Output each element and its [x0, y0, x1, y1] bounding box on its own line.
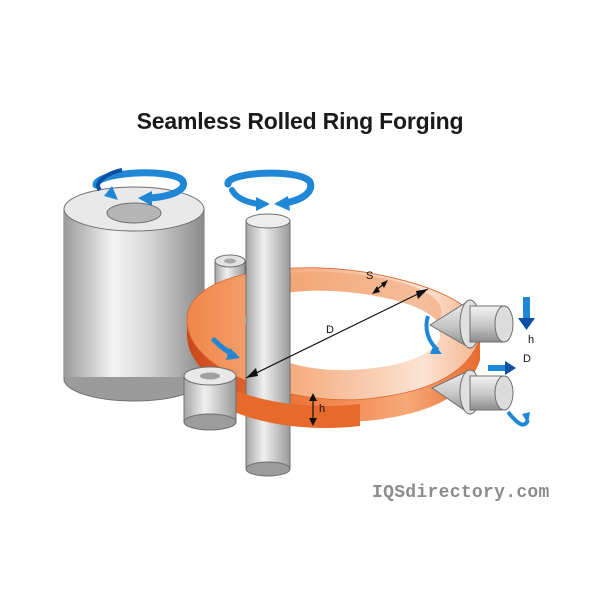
height-label: h — [319, 403, 325, 415]
ring-front-wall — [230, 388, 360, 429]
mandrel-roll — [245, 213, 291, 477]
mandrel-rotation-arrow-icon — [224, 169, 315, 211]
diagram-title: Seamless Rolled Ring Forging — [136, 108, 464, 134]
upper-cone-rotation-arrow-icon — [424, 315, 442, 354]
diameter-dimension-line — [245, 288, 429, 379]
lower-cone-rotation-arrow-icon — [506, 410, 530, 427]
diameter-label: D — [326, 324, 334, 336]
front-guide-roll — [183, 366, 237, 431]
axial-height-arrow-icon — [518, 297, 535, 330]
main-roll — [63, 186, 205, 402]
main-roll-rotation-arrow-icon — [92, 168, 187, 206]
wall-thickness-label: S — [366, 270, 373, 282]
ring-rotation-arrow-icon — [211, 337, 240, 360]
axial-height-label: h — [528, 334, 534, 346]
watermark: IQSdirectory.com — [372, 483, 550, 503]
axial-diameter-label: D — [523, 353, 531, 365]
lower-axial-cone-roll — [430, 369, 514, 415]
axial-diameter-arrow-icon — [488, 361, 516, 375]
upper-axial-cone-roll — [429, 299, 514, 349]
